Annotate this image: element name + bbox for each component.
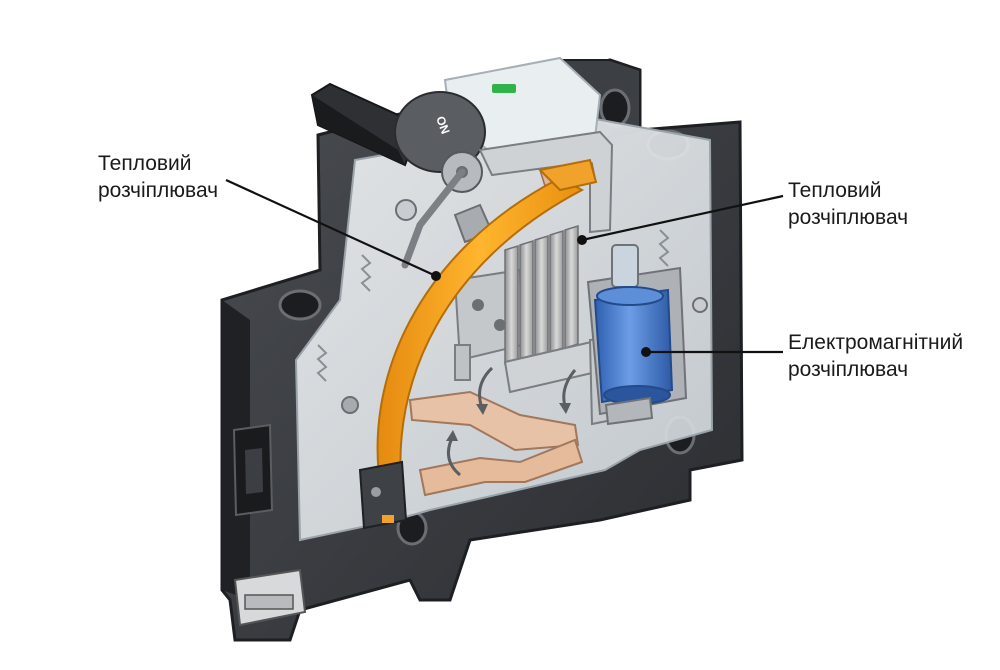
label-line: розчіплювач	[98, 179, 219, 202]
label-line: Електромагнітний	[788, 331, 964, 354]
leader-dot-left	[431, 271, 441, 281]
leader-dot-right	[577, 235, 587, 245]
springs	[316, 229, 670, 382]
label-electromagnetic-trip: Електромагнітний розчіплювач	[788, 329, 963, 383]
mount-hole-left	[278, 289, 322, 321]
status-indicator	[492, 84, 516, 93]
label-line: розчіплювач	[788, 358, 909, 381]
contact-plates	[408, 390, 584, 497]
label-line: розчіплювач	[788, 206, 909, 229]
leader-lines	[225, 178, 784, 354]
label-line: Тепловий	[788, 179, 882, 202]
coil-icon	[586, 244, 688, 426]
label-line: Тепловий	[98, 152, 192, 175]
label-thermal-trip-left: Тепловий розчіплювач	[98, 150, 218, 204]
handle-on-text: ON	[433, 114, 452, 136]
leader-dot-coil	[641, 347, 651, 357]
toggle-handle-icon: ON	[310, 82, 486, 193]
label-thermal-trip-right: Тепловий розчіплювач	[788, 177, 908, 231]
